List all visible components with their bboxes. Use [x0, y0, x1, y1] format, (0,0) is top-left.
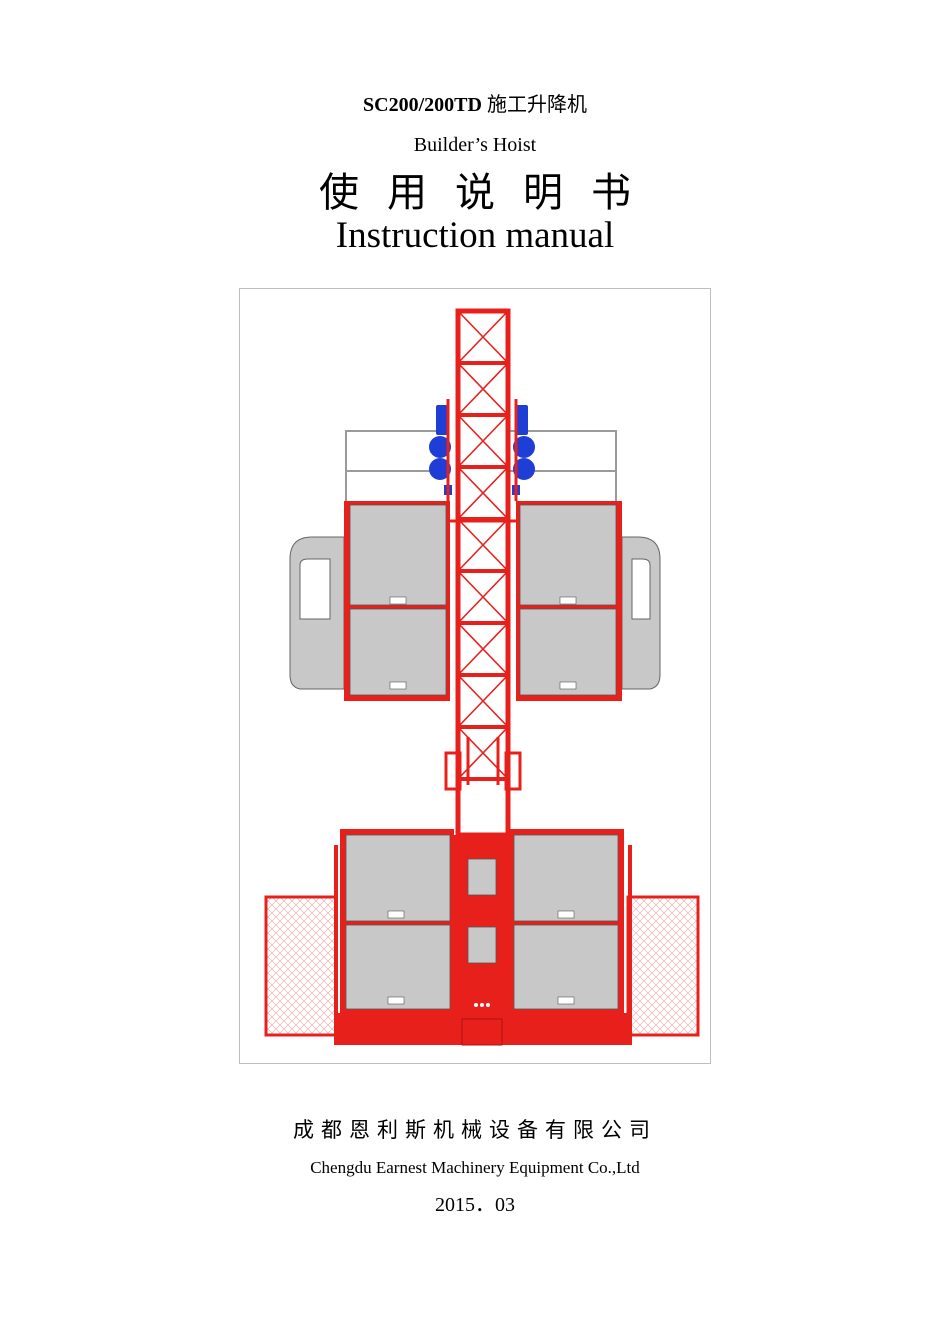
hoist-illustration: [239, 288, 711, 1064]
base-frame: [334, 1013, 632, 1046]
hoist-drawing: [264, 308, 700, 1046]
publication-date: 2015．03: [435, 1194, 515, 1216]
model-line: SC200/200TD 施工升降机: [0, 88, 950, 117]
title-en: Instruction manual: [335, 215, 615, 256]
ground-electrical-box: [452, 835, 512, 1045]
lower-left-cage: [334, 829, 454, 1045]
model-number: SC200/200TD: [363, 94, 482, 116]
right-motor: [512, 405, 535, 495]
company-name-cn: 成都恩利斯机械设备有限公司: [293, 1118, 657, 1142]
upper-right-cage: [516, 501, 622, 701]
mast-section: [455, 308, 511, 838]
lower-right-cage: [510, 829, 632, 1045]
right-cabin-shell: [621, 536, 661, 690]
model-name-cn: 施工升降机: [486, 94, 587, 116]
right-mesh-fence: [626, 895, 700, 1037]
company-name-en: Chengdu Earnest Machinery Equipment Co.,…: [310, 1158, 640, 1177]
left-mesh-fence: [264, 895, 338, 1037]
wall-tie: [444, 737, 522, 791]
title-cn: 使用说明书: [319, 170, 659, 216]
left-cabin-shell: [289, 536, 345, 690]
subtitle-en: Builder’s Hoist: [413, 134, 537, 156]
upper-left-cage: [344, 501, 450, 701]
